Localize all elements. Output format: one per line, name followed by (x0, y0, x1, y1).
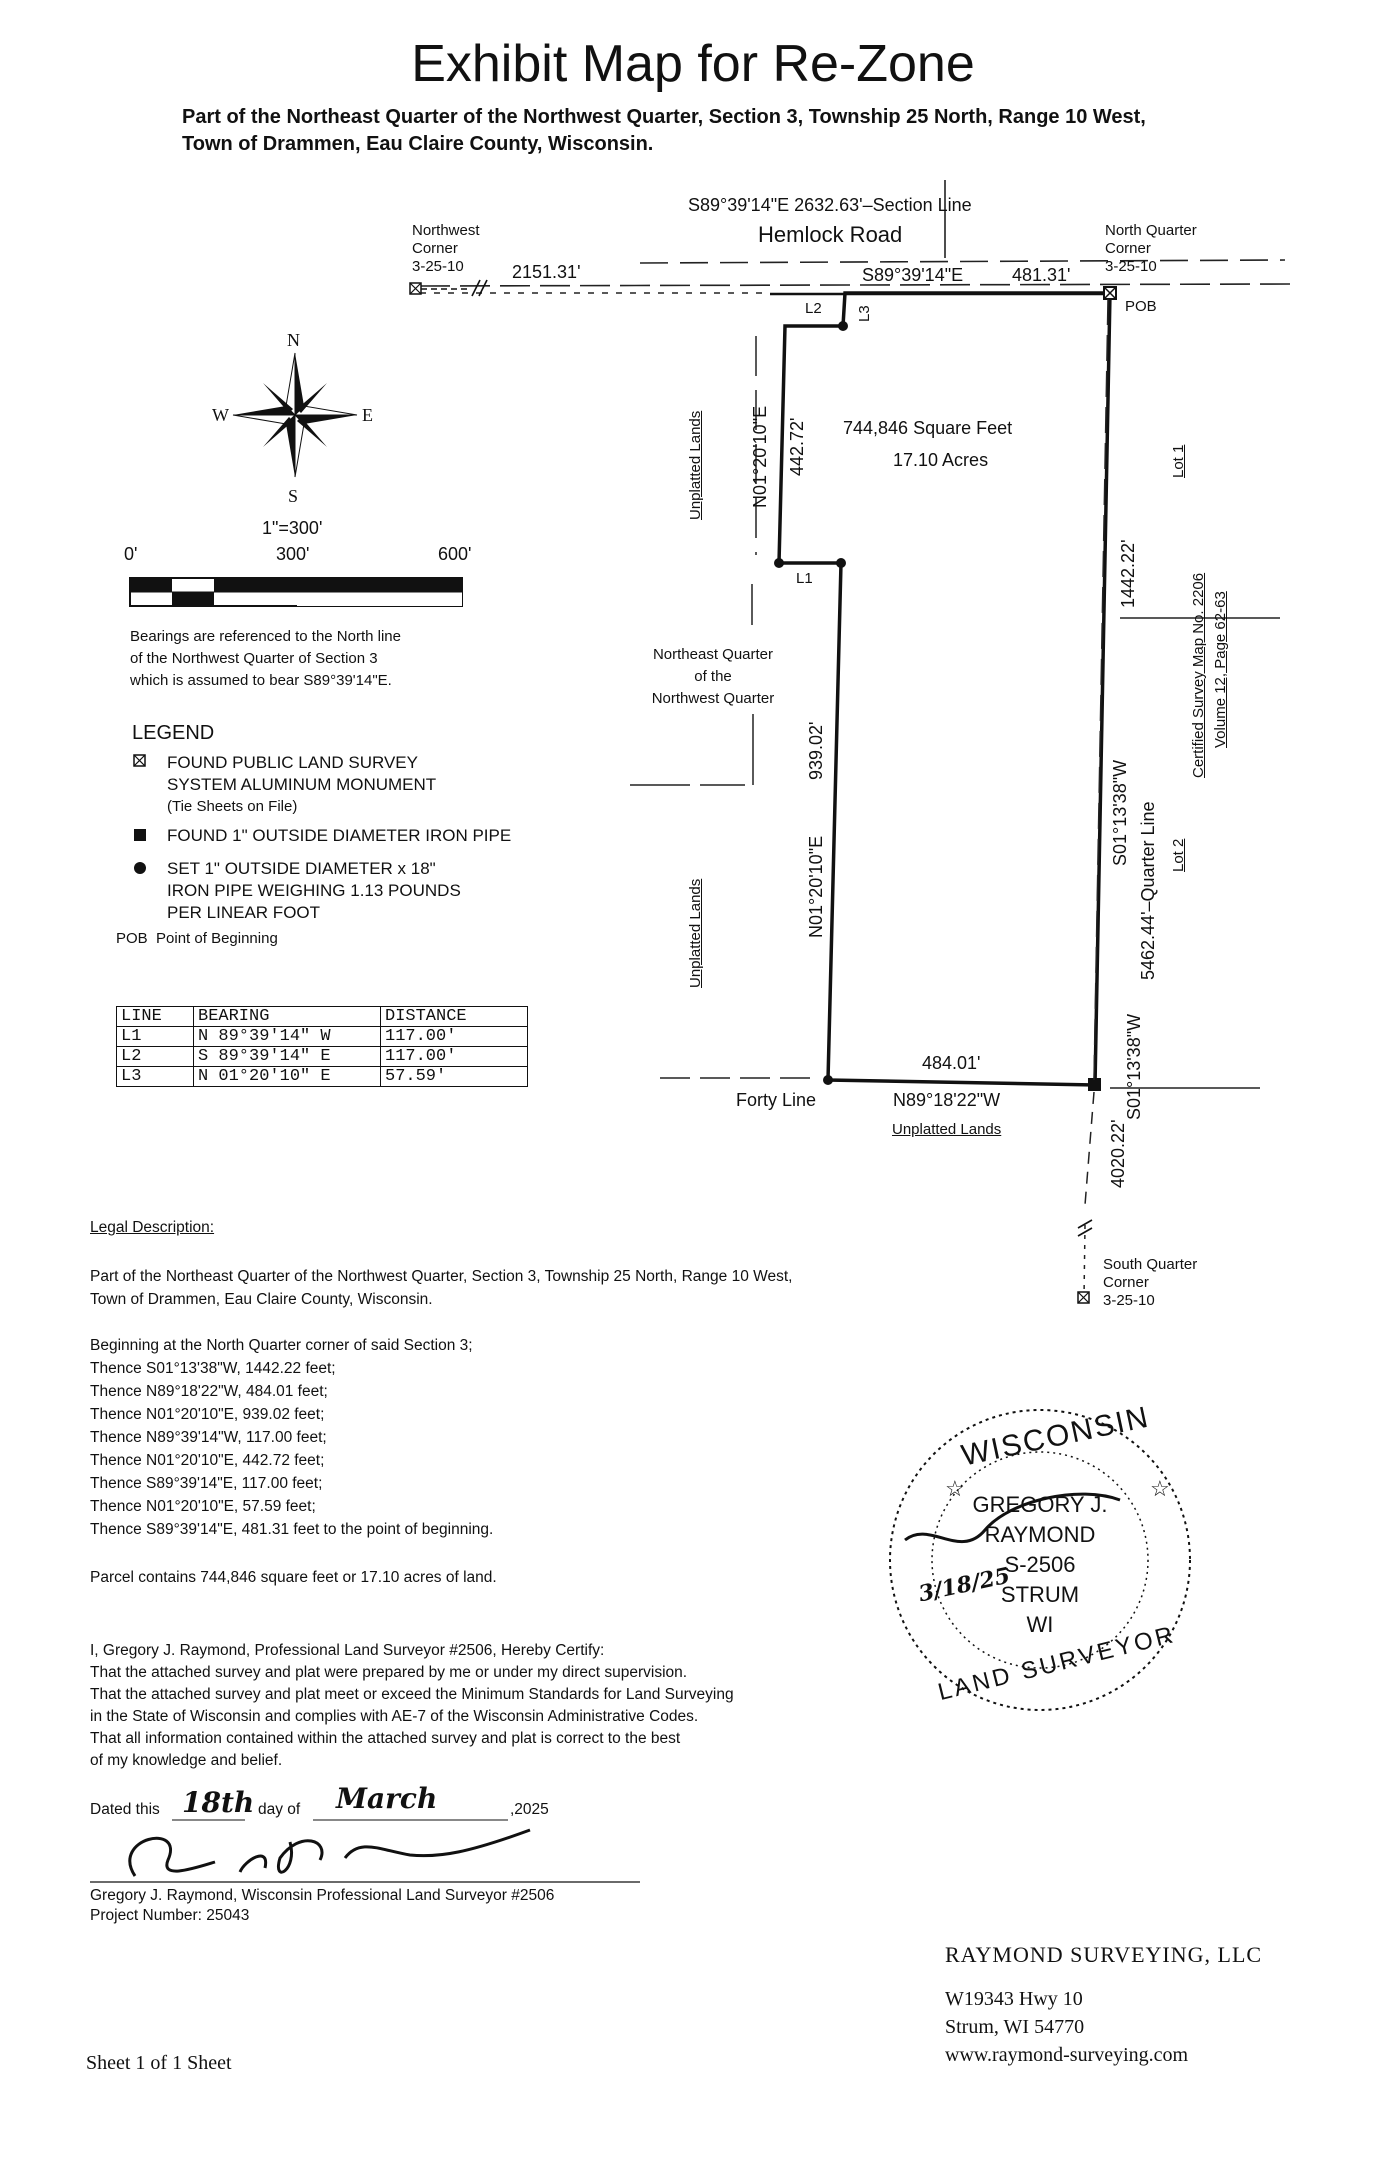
iron-pipe-set-icon-2 (774, 558, 784, 568)
dated-day: 18th (182, 1786, 255, 1819)
compass-e: E (362, 405, 373, 425)
unplatted-mid: Unplatted Lands (687, 878, 704, 988)
legend-set-pipe-icon (134, 862, 146, 874)
south-distance: 484.01' (922, 1053, 981, 1073)
compass-rose-icon (232, 352, 358, 478)
compass-w: W (212, 405, 229, 425)
section-line-label: S89°39'14"E 2632.63'–Section Line (688, 195, 972, 215)
svg-text:☆: ☆ (1150, 1476, 1170, 1501)
iron-pipe-set-icon-3 (836, 558, 846, 568)
seal-center: GREGORY J. RAYMOND S-2506 STRUM WI (972, 1492, 1108, 1637)
scale-bar (129, 577, 463, 607)
area-sqft: 744,846 Square Feet (843, 418, 1013, 438)
unplatted-top: Unplatted Lands (687, 410, 704, 520)
forty-line-label: Forty Line (736, 1090, 817, 1110)
l1-label: L1 (796, 570, 813, 587)
l3-label: L3 (856, 305, 873, 322)
nw-distance: 2151.31' (512, 262, 581, 282)
line-table: LINE BEARING DISTANCE L1 N 89°39'14" W 1… (116, 1006, 528, 1087)
dated-prefix: Dated this (90, 1801, 160, 1818)
list-item: Thence N89°18'22"W, 484.01 feet; (90, 1383, 328, 1400)
west-upper-distance: 442.72' (787, 417, 807, 477)
unplatted-bottom: Unplatted Lands (892, 1121, 1002, 1138)
sheet-number: Sheet 1 of 1 Sheet (86, 2052, 232, 2074)
east-bearing: S01°13'38"W (1110, 759, 1130, 866)
legal-part: Part of the Northeast Quarter of the Nor… (90, 1268, 793, 1308)
south-bearing: N89°18'22"W (893, 1090, 1001, 1110)
table-row: L3 N 01°20'10" E 57.59' (116, 1066, 528, 1087)
page-title: Exhibit Map for Re-Zone (411, 35, 975, 93)
west-lower-bearing: N01°20'10"E (806, 835, 826, 938)
list-item: Thence N89°39'14"W, 117.00 feet; (90, 1429, 327, 1446)
iron-pipe-set-icon-4 (823, 1075, 833, 1085)
list-item: Thence S89°39'14"E, 117.00 feet; (90, 1475, 323, 1492)
certification: I, Gregory J. Raymond, Professional Land… (90, 1642, 734, 1769)
firm-address: W19343 Hwy 10 Strum, WI 54770 www.raymon… (945, 1988, 1189, 2066)
scale-tick-0: 0' (124, 544, 138, 564)
legend-found-pipe-icon (134, 829, 146, 841)
west-upper-bearing: N01°20'10"E (750, 405, 770, 508)
quarter-name: Northeast Quarter of the Northwest Quart… (651, 646, 775, 707)
north-distance: 481.31' (1012, 265, 1071, 285)
table-row: L2 S 89°39'14" E 117.00' (116, 1046, 528, 1067)
parcel-boundary (777, 291, 1112, 1087)
lot2-label: Lot 2 (1170, 838, 1187, 872)
subtitle-line-1: Part of the Northeast Quarter of the Nor… (182, 106, 1146, 128)
compass-n: N (287, 330, 300, 350)
nw-corner-label: Northwest Corner 3-25-10 (412, 222, 480, 275)
legend-item-monument: FOUND PUBLIC LAND SURVEY SYSTEM ALUMINUM… (167, 753, 437, 815)
dated-mid: day of (258, 1801, 301, 1818)
list-item: Thence S89°39'14"E, 481.31 feet to the p… (90, 1521, 494, 1538)
iron-pipe-set-icon (838, 321, 848, 331)
legend-item-set-pipe: SET 1" OUTSIDE DIAMETER x 18" IRON PIPE … (167, 859, 461, 922)
dated-year: ,2025 (510, 1801, 549, 1818)
list-item: Beginning at the North Quarter corner of… (90, 1337, 473, 1354)
scale-tick-300: 300' (276, 544, 310, 564)
dated-month: March (336, 1782, 438, 1815)
east-distance: 1442.22' (1118, 539, 1138, 608)
legend-item-found-pipe: FOUND 1" OUTSIDE DIAMETER IRON PIPE (167, 826, 512, 845)
compass-s: S (288, 486, 299, 506)
legal-heading: Legal Description: (90, 1219, 215, 1236)
legal-steps: Beginning at the North Quarter corner of… (90, 1334, 493, 1541)
table-row: L1 N 89°39'14" W 117.00' (116, 1026, 528, 1047)
firm-name: RAYMOND SURVEYING, LLC (945, 1942, 1263, 1967)
iron-pipe-found-icon (1088, 1078, 1101, 1091)
west-lower-distance: 939.02' (806, 721, 826, 781)
south-lower-distance: 4020.22' (1108, 1119, 1128, 1188)
south-quarter-label: South Quarter Corner 3-25-10 (1103, 1256, 1198, 1309)
section-line-lower (419, 283, 1291, 287)
quarter-line-label: 5462.44'–Quarter Line (1138, 801, 1158, 980)
surveyor-seal: ☆ ☆ (889, 1409, 1191, 1711)
surveyor-signature (128, 1828, 531, 1877)
list-item: Thence N01°20'10"E, 939.02 feet; (90, 1406, 325, 1423)
list-item: Thence N01°20'10"E, 442.72 feet; (90, 1452, 325, 1469)
quarter-line (1093, 298, 1109, 1081)
l2-label: L2 (805, 300, 822, 317)
nq-corner-label: North Quarter Corner 3-25-10 (1105, 222, 1197, 275)
legend-heading: LEGEND (132, 722, 215, 744)
subtitle-line-2: Town of Drammen, Eau Claire County, Wisc… (182, 133, 654, 155)
list-item: Thence N01°20'10"E, 57.59 feet; (90, 1498, 316, 1515)
road-name: Hemlock Road (758, 222, 903, 247)
pob-label: POB (1125, 298, 1157, 315)
area-acres: 17.10 Acres (893, 450, 989, 470)
scale-ratio: 1"=300' (262, 518, 323, 538)
list-item: Thence S01°13'38"W, 1442.22 feet; (90, 1360, 336, 1377)
legal-parcel: Parcel contains 744,846 square feet or 1… (90, 1569, 497, 1586)
page-subtitle: Part of the Northeast Quarter of the Nor… (182, 104, 1146, 158)
section-line-upper (639, 259, 1286, 264)
north-bearing: S89°39'14"E (862, 265, 964, 285)
signer-block: Gregory J. Raymond, Wisconsin Profession… (90, 1887, 555, 1924)
svg-text:☆: ☆ (945, 1476, 965, 1501)
lot1-label: Lot 1 (1170, 444, 1187, 478)
bearings-note: Bearings are referenced to the North lin… (130, 628, 401, 689)
south-lower-bearing: S01°13'38"W (1124, 1013, 1144, 1120)
csm-label: Certified Survey Map No. 2206 (1190, 572, 1207, 778)
csm-volume-label: Volume 12, Page 62-63 (1212, 591, 1229, 748)
legend-pob: POB Point of Beginning (116, 930, 278, 947)
scale-tick-600: 600' (438, 544, 472, 564)
line-table-header: LINE BEARING DISTANCE (116, 1006, 528, 1027)
